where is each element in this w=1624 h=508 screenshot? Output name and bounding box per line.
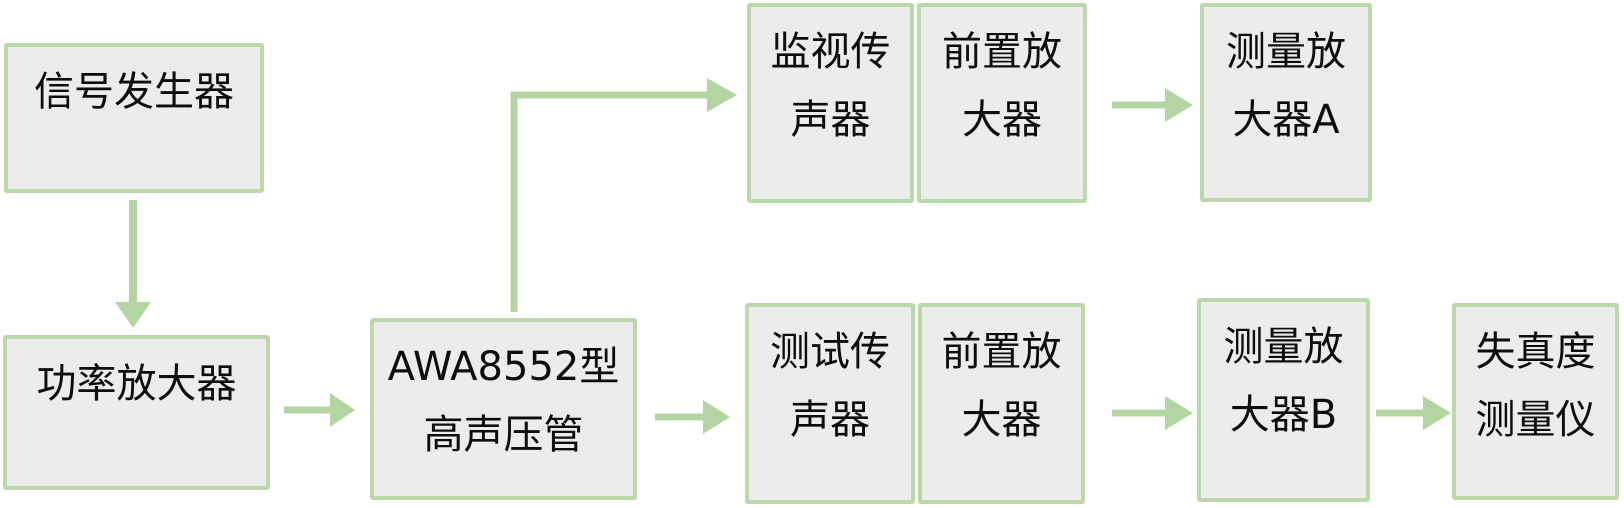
node-measuring-amplifier-a: 测量放 大器A	[1200, 3, 1372, 202]
node-label: 测试传	[770, 329, 890, 375]
node-preamplifier-top: 前置放 大器	[917, 3, 1087, 203]
node-label: 声器	[790, 397, 870, 443]
node-signal-generator: 信号发生器	[4, 43, 264, 193]
arrow-preamplifier-top-to-measuring-amplifier-a	[1112, 88, 1193, 122]
node-label: 前置放	[941, 329, 1062, 375]
node-awa8552-tube: AWA8552型 高声压管	[370, 318, 637, 500]
node-measuring-amplifier-b: 测量放 大器B	[1197, 298, 1370, 502]
node-label: 大器	[961, 397, 1042, 443]
node-label: 信号发生器	[34, 69, 234, 115]
arrow-awa8552-tube-to-monitor-microphone	[510, 78, 737, 312]
arrow-preamplifier-bottom-to-measuring-amplifier-b	[1112, 396, 1193, 430]
node-label: 失真度	[1475, 329, 1596, 375]
node-label: 测量放	[1226, 29, 1346, 75]
arrow-power-amplifier-to-awa8552-tube	[284, 393, 355, 427]
node-test-microphone: 测试传 声器	[745, 303, 915, 504]
arrow-measuring-amplifier-b-to-distortion-meter	[1376, 396, 1451, 430]
node-label: 大器B	[1229, 392, 1338, 438]
node-label: 功率放大器	[36, 361, 237, 407]
node-label: 测量放	[1223, 324, 1344, 370]
node-distortion-meter: 失真度 测量仪	[1452, 303, 1619, 500]
arrow-signal-generator-to-power-amplifier	[115, 200, 151, 328]
node-label: 前置放	[942, 29, 1062, 75]
node-label: 大器A	[1232, 97, 1340, 143]
node-monitor-microphone: 监视传 声器	[747, 3, 914, 203]
node-label: AWA8552型	[387, 344, 620, 390]
node-power-amplifier: 功率放大器	[3, 335, 270, 490]
node-preamplifier-bottom: 前置放 大器	[918, 303, 1085, 504]
node-label: 监视传	[770, 29, 891, 75]
node-label: 测量仪	[1475, 397, 1596, 443]
node-label: 大器	[962, 97, 1042, 143]
node-label: 声器	[790, 97, 871, 143]
node-label: 高声压管	[423, 412, 584, 458]
arrow-awa8552-tube-to-test-microphone	[655, 400, 730, 434]
